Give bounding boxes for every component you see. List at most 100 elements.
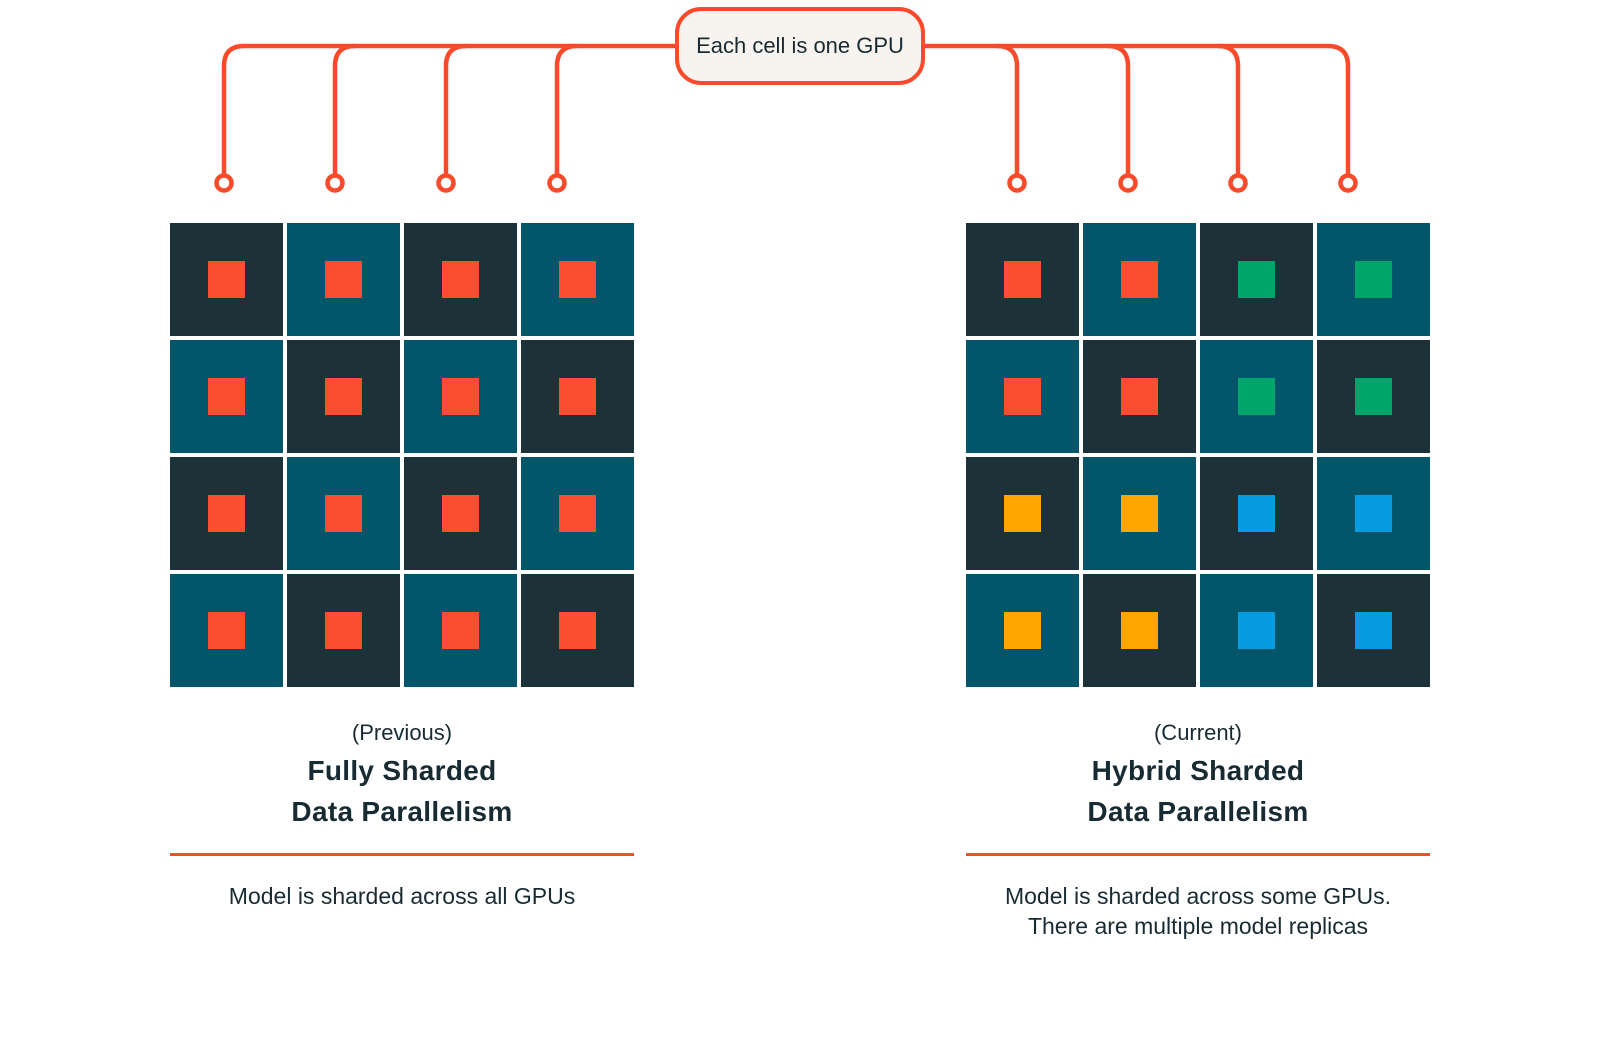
model-shard-chip-red [208,261,245,298]
model-shard-chip-red [1121,378,1158,415]
gpu-cell [1083,340,1196,453]
model-shard-chip-red [442,495,479,532]
gpu-cell [170,340,283,453]
connector-terminal-circle [436,173,456,193]
model-shard-chip-red [325,612,362,649]
model-shard-chip-amber [1121,612,1158,649]
model-shard-chip-blue [1355,612,1392,649]
model-shard-chip-red [559,612,596,649]
model-shard-chip-red [208,495,245,532]
fsdp-divider [170,853,634,856]
model-shard-chip-red [325,495,362,532]
gpu-cell [404,457,517,570]
gpu-cell [1083,574,1196,687]
gpu-cell [521,223,634,336]
gpu-cell [1317,574,1430,687]
gpu-cell [287,223,400,336]
model-shard-chip-red [559,495,596,532]
model-shard-chip-red [325,261,362,298]
connector-terminal-circle [547,173,567,193]
model-shard-chip-green [1238,378,1275,415]
fsdp-tag: (Previous) [351,720,453,745]
hsdp-divider [966,853,1430,856]
panel-title-line: Data Parallelism [291,796,513,827]
panel-title-line: Hybrid Sharded [1091,755,1305,786]
gpu-cell [966,223,1079,336]
model-shard-chip-red [559,261,596,298]
connector-line [925,43,1351,174]
legend-label: Each cell is one GPU [696,33,904,58]
model-shard-chip-red [559,378,596,415]
model-shard-chip-red [325,378,362,415]
gpu-cell [287,574,400,687]
model-shard-chip-red [208,612,245,649]
fsdp-gpu-grid [170,223,634,687]
gpu-cell [1200,223,1313,336]
model-shard-chip-red [442,378,479,415]
connector-terminal-circle [1228,173,1248,193]
hsdp-gpu-grid [966,223,1430,687]
model-shard-chip-amber [1004,612,1041,649]
gpu-cell [1200,340,1313,453]
gpu-cell [404,340,517,453]
gpu-cell [1317,223,1430,336]
connector-line [332,43,356,174]
connector-line [1107,43,1131,174]
gpu-cell [170,574,283,687]
panel-title-line: Fully Sharded [307,755,497,786]
model-shard-chip-blue [1238,495,1275,532]
gpu-cell [287,340,400,453]
connector-line [554,43,578,174]
panel-caption-line: Model is sharded across all GPUs [228,883,576,909]
hsdp-tag: (Current) [1153,720,1242,745]
connector-line [996,43,1020,174]
connector-terminal-circle [1338,173,1358,193]
model-shard-chip-amber [1004,495,1041,532]
gpu-cell [1317,457,1430,570]
connector-terminal-circle [214,173,234,193]
model-shard-chip-red [442,612,479,649]
gpu-cell [966,574,1079,687]
gpu-cell [1083,223,1196,336]
gpu-cell [521,457,634,570]
model-shard-chip-green [1238,261,1275,298]
gpu-cell [1200,457,1313,570]
connector-line [1217,43,1241,174]
connector-terminal-circle [325,173,345,193]
model-shard-chip-red [1004,261,1041,298]
model-shard-chip-green [1355,378,1392,415]
model-shard-chip-red [442,261,479,298]
model-shard-chip-blue [1238,612,1275,649]
gpu-cell [170,457,283,570]
gpu-cell [404,574,517,687]
panel-caption-line: There are multiple model replicas [1027,913,1369,939]
connector-terminal-circle [1118,173,1138,193]
model-shard-chip-red [208,378,245,415]
gpu-cell [404,223,517,336]
connector-terminal-circle [1007,173,1027,193]
panel-title-line: Data Parallelism [1087,796,1309,827]
hsdp-caption: Model is sharded across some GPUs. There … [966,881,1430,941]
connector-line [443,43,467,174]
gpu-cell [1083,457,1196,570]
panel-caption-line: Model is sharded across some GPUs. [1004,883,1392,909]
model-shard-chip-blue [1355,495,1392,532]
model-shard-chip-red [1121,261,1158,298]
gpu-cell [521,574,634,687]
gpu-cell [1200,574,1313,687]
legend-callout: Each cell is one GPU [675,7,925,85]
gpu-cell [966,340,1079,453]
gpu-cell [170,223,283,336]
model-shard-chip-red [1004,378,1041,415]
gpu-cell [966,457,1079,570]
gpu-cell [1317,340,1430,453]
gpu-pointer-lines [214,43,1358,193]
fsdp-caption: Model is sharded across all GPUs [170,881,634,911]
gpu-cell [287,457,400,570]
model-shard-chip-amber [1121,495,1158,532]
gpu-cell [521,340,634,453]
connector-line [221,43,675,174]
